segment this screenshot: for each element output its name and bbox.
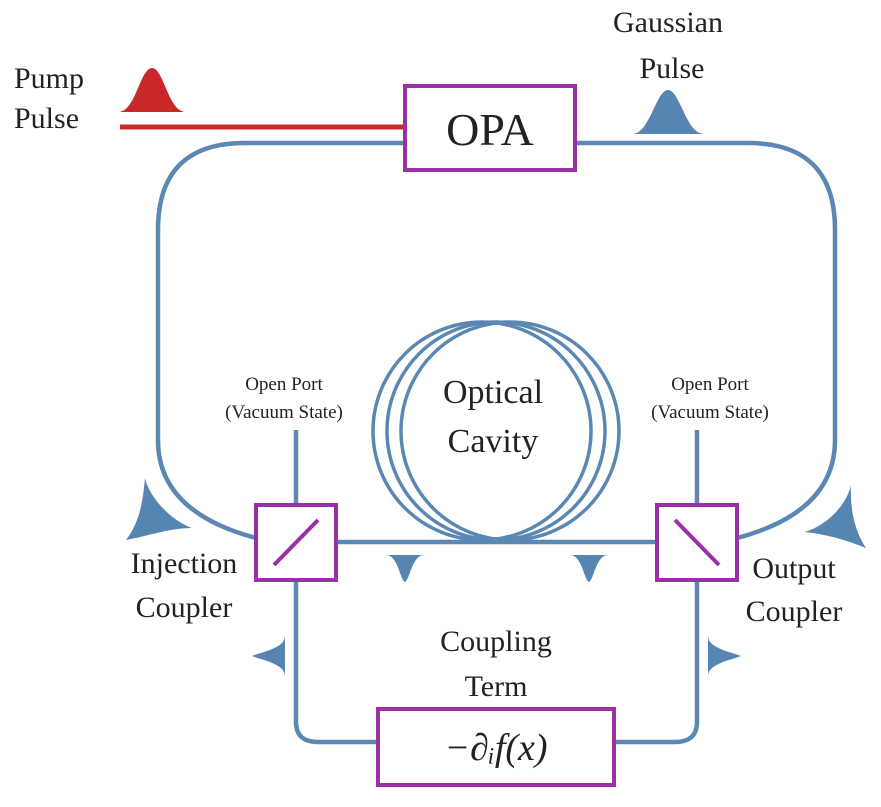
outer-fiber-loop-right <box>575 140 838 541</box>
open-port-left-label-line2: (Vacuum State) <box>225 402 343 423</box>
feedback-fiber-loop-right <box>614 580 700 745</box>
gaussian-pulse-icon <box>632 90 704 134</box>
gaussian-pulse-icon <box>126 478 192 540</box>
optical-cavity-label-line2: Cavity <box>448 423 539 460</box>
gaussian-pulse-icon <box>386 555 424 582</box>
coupling-term-formula: −∂ᵢf(x) <box>444 727 547 769</box>
open-port-right-label-line1: Open Port <box>671 374 749 395</box>
coupling-term-label-line2: Term <box>465 670 528 703</box>
gaussian-pulse-icon <box>708 636 741 676</box>
opa-label: OPA <box>446 104 534 155</box>
feedback-fiber-loop <box>293 580 378 745</box>
open-port-left-label-line1: Open Port <box>245 374 323 395</box>
output-coupler-label-line2: Coupler <box>746 595 843 628</box>
outer-fiber-loop <box>155 140 405 541</box>
gaussian-pulse-label-line1: Gaussian <box>613 6 723 39</box>
gaussian-pulse-icon <box>804 485 866 548</box>
optical-cavity-label-line1: Optical <box>443 374 543 411</box>
optical-cavity <box>371 320 621 542</box>
beam-splitter-icon <box>272 518 320 567</box>
coupling-term-box <box>376 707 616 787</box>
injection-coupler-label-line2: Coupler <box>136 591 233 624</box>
pump-pulse-label-line2: Pulse <box>14 102 79 135</box>
output-coupler-label-line1: Output <box>752 552 836 585</box>
gaussian-pulse-label-line2: Pulse <box>639 52 704 85</box>
open-port-right-label-line2: (Vacuum State) <box>651 402 769 423</box>
pump-pulse-label-line1: Pump <box>14 62 84 95</box>
opa-box <box>403 84 577 172</box>
gaussian-pulse-icon <box>118 68 186 112</box>
gaussian-pulse-icon <box>252 636 285 676</box>
beam-splitter-icon <box>673 518 721 567</box>
gaussian-pulse-icon <box>570 555 608 582</box>
injection-coupler-label-line1: Injection <box>131 547 238 580</box>
coupling-term-label-line1: Coupling <box>440 625 552 658</box>
